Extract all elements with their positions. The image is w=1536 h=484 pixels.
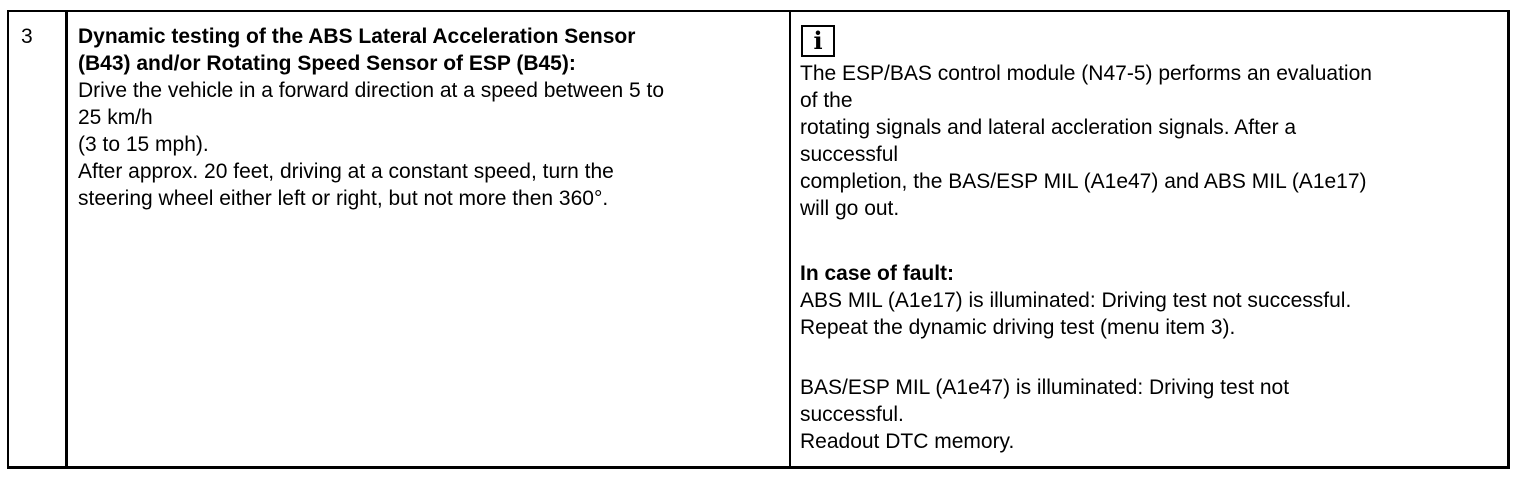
- info-icon-glyph: i: [813, 26, 823, 55]
- procedure-table: 3 Dynamic testing of the ABS Lateral Acc…: [7, 10, 1510, 469]
- fault-abs-text: ABS MIL (A1e17) is illuminated: Driving …: [800, 289, 1352, 339]
- info-description: The ESP/BAS control module (N47-5) perfo…: [800, 62, 1372, 220]
- action-title: Dynamic testing of the ABS Lateral Accel…: [78, 25, 636, 75]
- info-cell: i The ESP/BAS control module (N47-5) per…: [791, 12, 1507, 466]
- action-cell: Dynamic testing of the ABS Lateral Accel…: [68, 12, 791, 466]
- step-number: 3: [21, 25, 33, 48]
- fault-heading: In case of fault:: [800, 262, 955, 285]
- step-number-cell: 3: [9, 12, 68, 466]
- fault-esp-text: BAS/ESP MIL (A1e47) is illuminated: Driv…: [800, 376, 1290, 453]
- action-instructions: Drive the vehicle in a forward direction…: [78, 79, 665, 210]
- info-icon: i: [801, 25, 835, 57]
